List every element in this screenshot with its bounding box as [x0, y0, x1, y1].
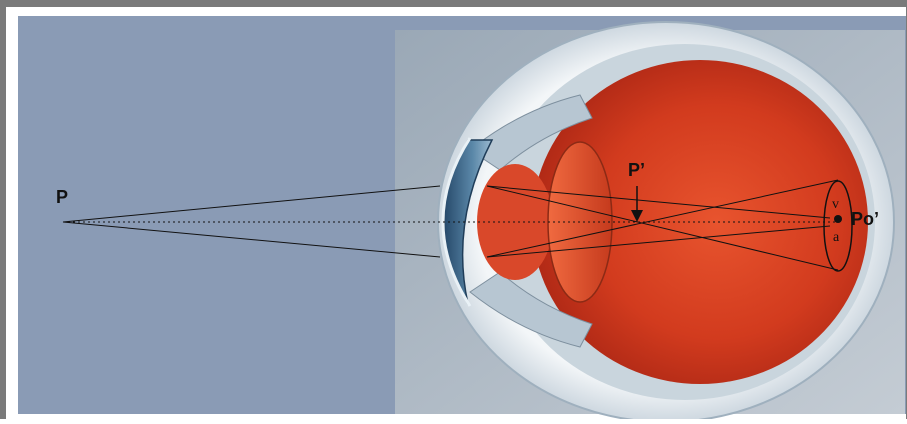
retinal-point-label: Po’	[851, 209, 879, 230]
retina-lower-label: a	[833, 230, 839, 246]
retinal-point-dot	[834, 215, 842, 223]
image-point-label: P’	[628, 160, 645, 181]
retina-upper-label: v	[832, 197, 839, 213]
object-point-label: P	[56, 187, 68, 208]
